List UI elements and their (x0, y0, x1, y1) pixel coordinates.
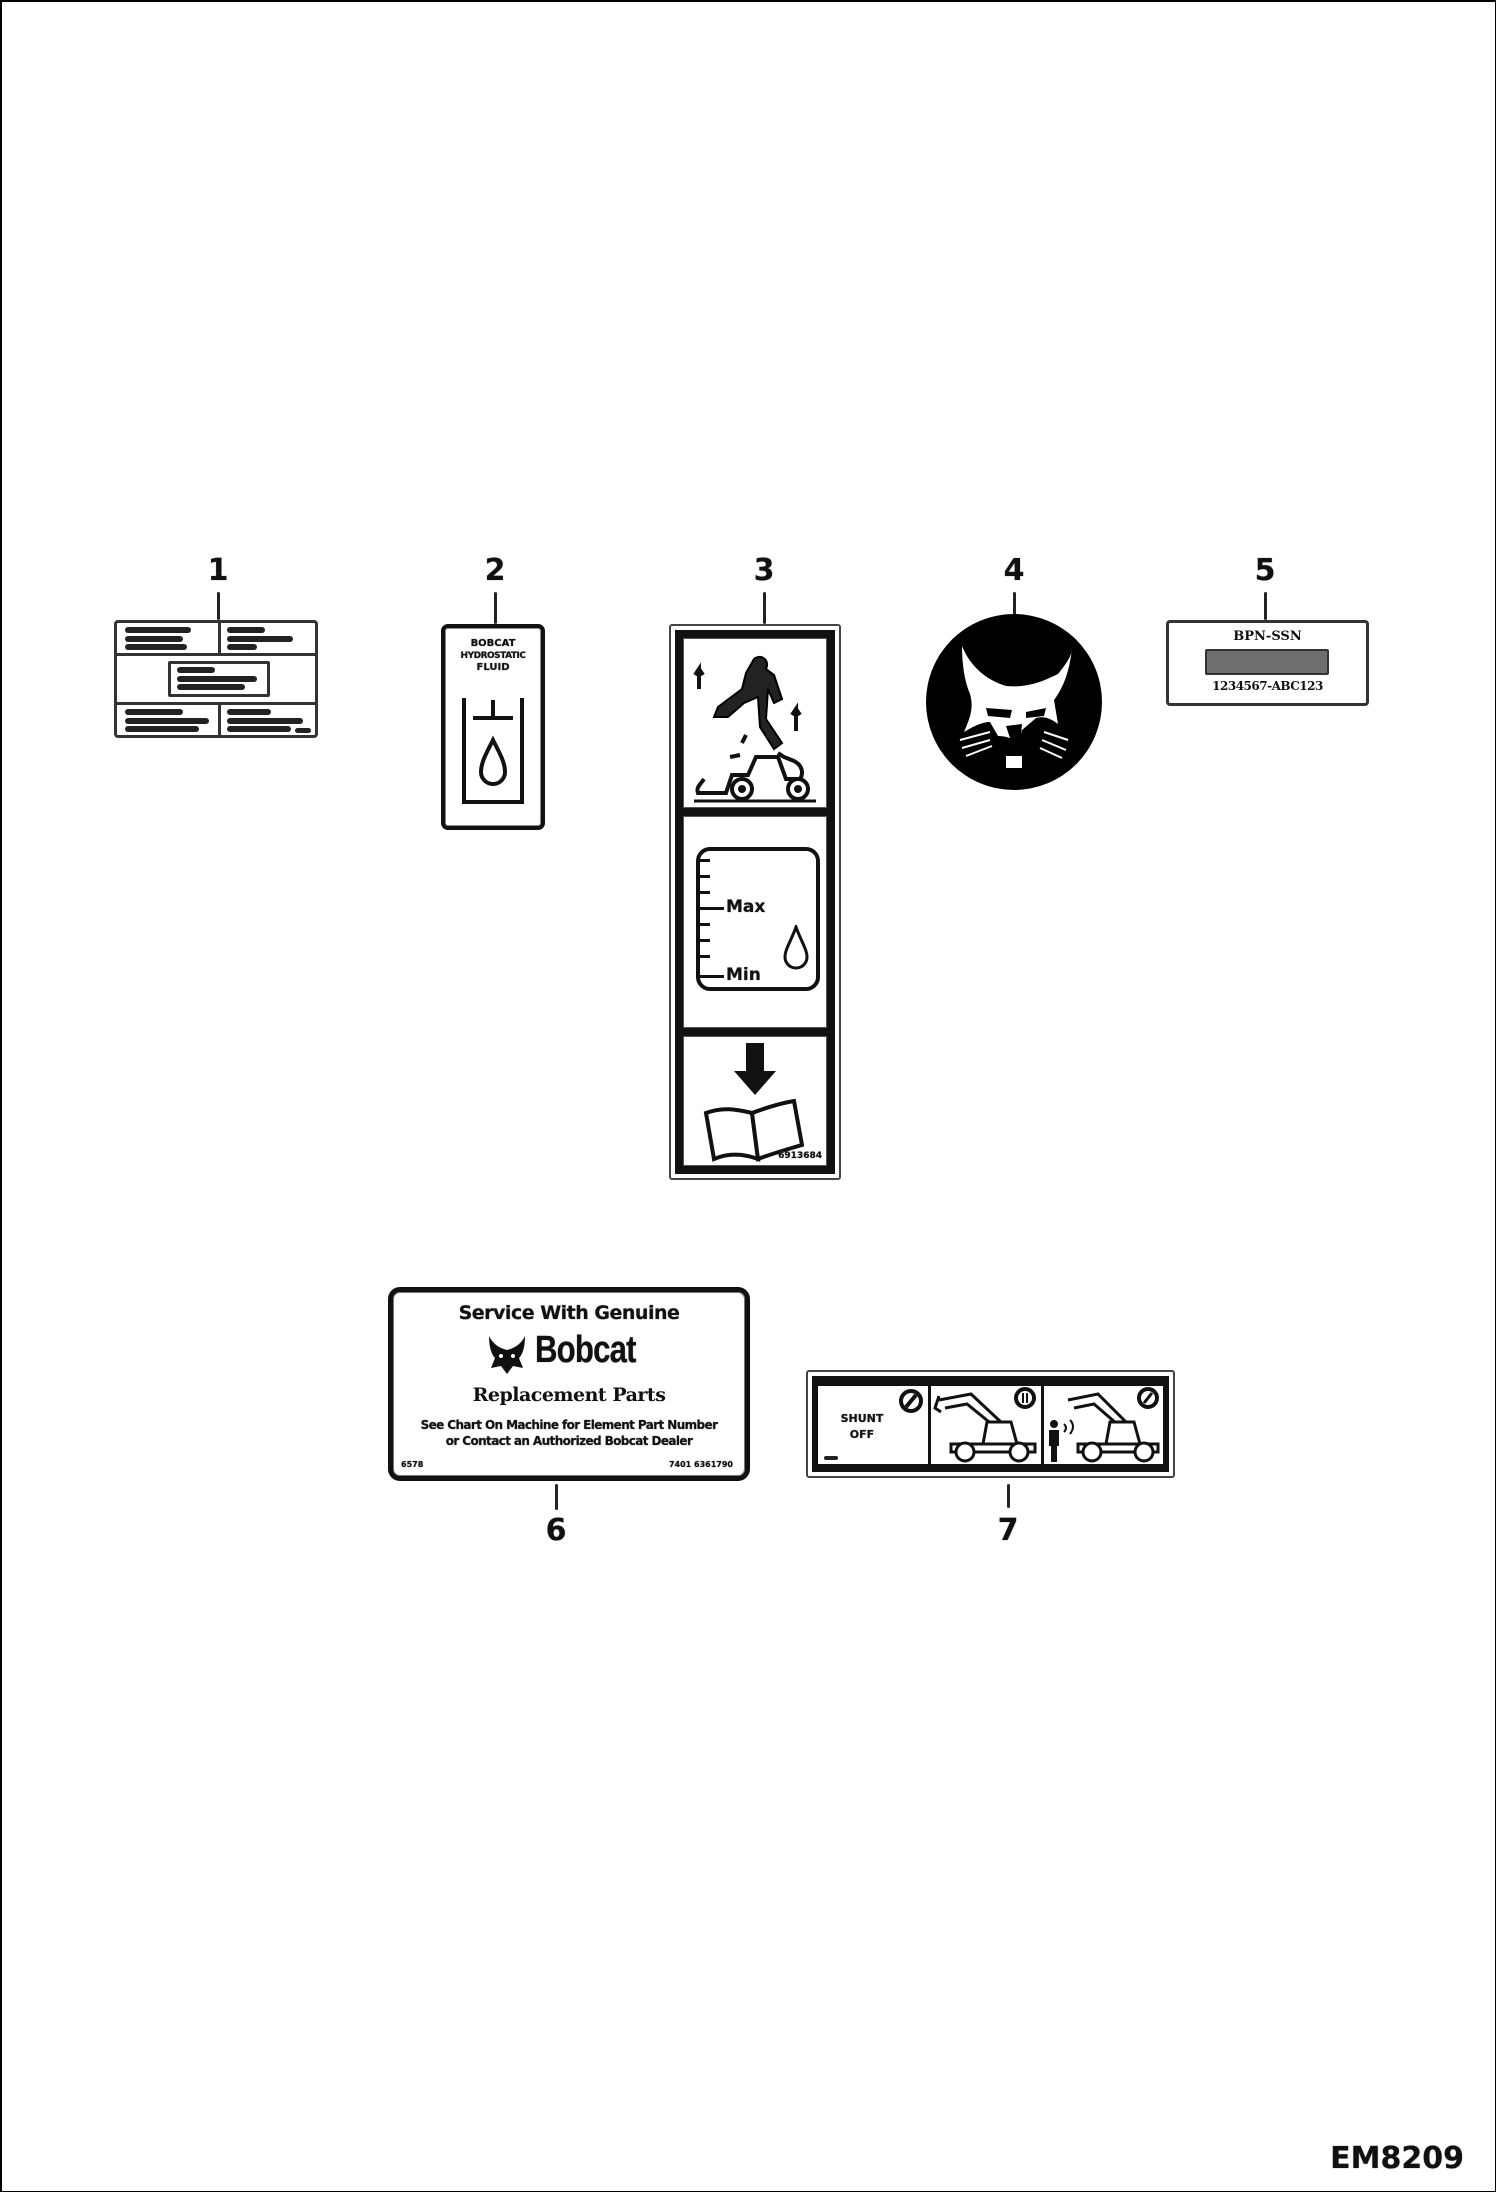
callout-number-1: 1 (207, 553, 229, 588)
decal-7-line1: SHUNT (840, 1412, 884, 1425)
decal-5-title: BPN-SSN (1233, 629, 1302, 644)
decal-3-part-number: 6913684 (778, 1151, 822, 1161)
fluid-drop-icon (783, 925, 809, 970)
operator-thrown-from-machine-icon (693, 655, 816, 803)
leader-line-4 (1013, 592, 1016, 618)
callout-number-3: 3 (753, 553, 775, 588)
decal-5-number: 1234567-ABC123 (1212, 679, 1323, 693)
read-manual-icon (703, 1043, 805, 1163)
decal-6-body-line1: See Chart On Machine for Element Part Nu… (420, 1418, 718, 1432)
barcode-area (1205, 649, 1329, 675)
fluid-gauge: Max Min (696, 847, 820, 991)
leader-line-1 (217, 592, 220, 620)
decal-4-bobcat-logo (926, 614, 1102, 790)
panel-read-manual: 6913684 (683, 1036, 827, 1166)
leader-line-3 (763, 592, 766, 624)
callout-number-4: 4 (1003, 553, 1025, 588)
bobcat-head-small-icon (489, 1336, 525, 1374)
decal-2-line2: HYDROSTATIC (460, 651, 526, 661)
fluid-reservoir-icon (462, 698, 524, 804)
max-label: Max (726, 897, 766, 917)
decal-7-shunt-off: SHUNT OFF (806, 1370, 1175, 1478)
decal-6-footer-right: 7401 6361790 (668, 1460, 733, 1469)
leader-line-2 (494, 592, 497, 624)
leader-line-7 (1007, 1484, 1010, 1508)
prohibited-icon (899, 1389, 923, 1413)
bobcat-head-logo-icon (959, 646, 1072, 768)
decal-5-serial-number: BPN-SSN 1234567-ABC123 (1166, 620, 1369, 706)
min-label: Min (726, 965, 761, 985)
decal-6-service-parts: Service With Genuine Bobcat Replacement … (388, 1287, 750, 1481)
decal-6-body-line2: or Contact an Authorized Bobcat Dealer (445, 1434, 693, 1448)
decal-2-line1: BOBCAT (470, 638, 516, 649)
decal-6-footer-left: 6578 (401, 1460, 424, 1469)
telehandler-stop-icon (933, 1387, 1037, 1463)
leader-line-6 (555, 1484, 558, 1510)
decal-2-hydrostatic-fluid: BOBCAT HYDROSTATIC FLUID (441, 624, 545, 830)
panel-operator-warning (683, 638, 827, 808)
figure-id: EM8209 (1330, 2141, 1464, 2176)
decal-1-multi-panel (114, 620, 318, 738)
panel-machine-off (931, 1386, 1041, 1464)
decal-2-line3: FLUID (476, 662, 510, 673)
callout-number-7: 7 (997, 1513, 1019, 1548)
callout-number-6: 6 (545, 1513, 567, 1548)
decal-6-subheading: Replacement Parts (472, 1384, 666, 1406)
callout-number-5: 5 (1254, 553, 1276, 588)
decal-6-brand: Bobcat (535, 1329, 637, 1371)
person-near-telehandler-icon (1049, 1387, 1160, 1463)
decal-3-fluid-level: Max Min 6913684 (669, 624, 841, 1180)
leader-line-5 (1264, 592, 1267, 620)
panel-person-nearby (1044, 1386, 1163, 1464)
decal-6-heading: Service With Genuine (458, 1302, 680, 1324)
decal-7-line2: OFF (849, 1428, 875, 1441)
panel-shunt-off: SHUNT OFF (818, 1386, 928, 1464)
panel-fluid-level: Max Min (683, 816, 827, 1028)
callout-number-2: 2 (484, 553, 506, 588)
